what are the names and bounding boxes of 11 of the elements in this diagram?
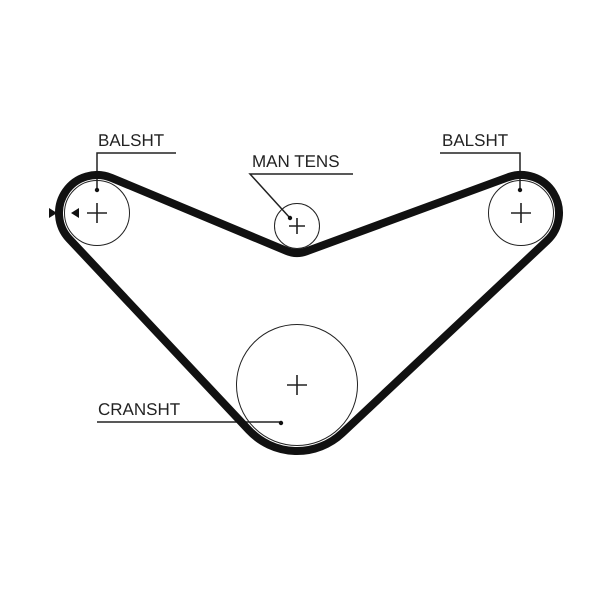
leader-line [248,173,353,220]
part-label: BALSHT [98,132,164,150]
part-label: CRANSHT [98,401,180,419]
part-label: MAN TENS [252,153,340,171]
leader-line [94,152,176,192]
leader-line [97,420,284,426]
pulley-circle [488,180,554,246]
pulley-circle [274,203,320,249]
part-label: BALSHT [442,132,508,150]
leader-line [440,152,522,192]
pulley-circle [236,324,358,446]
